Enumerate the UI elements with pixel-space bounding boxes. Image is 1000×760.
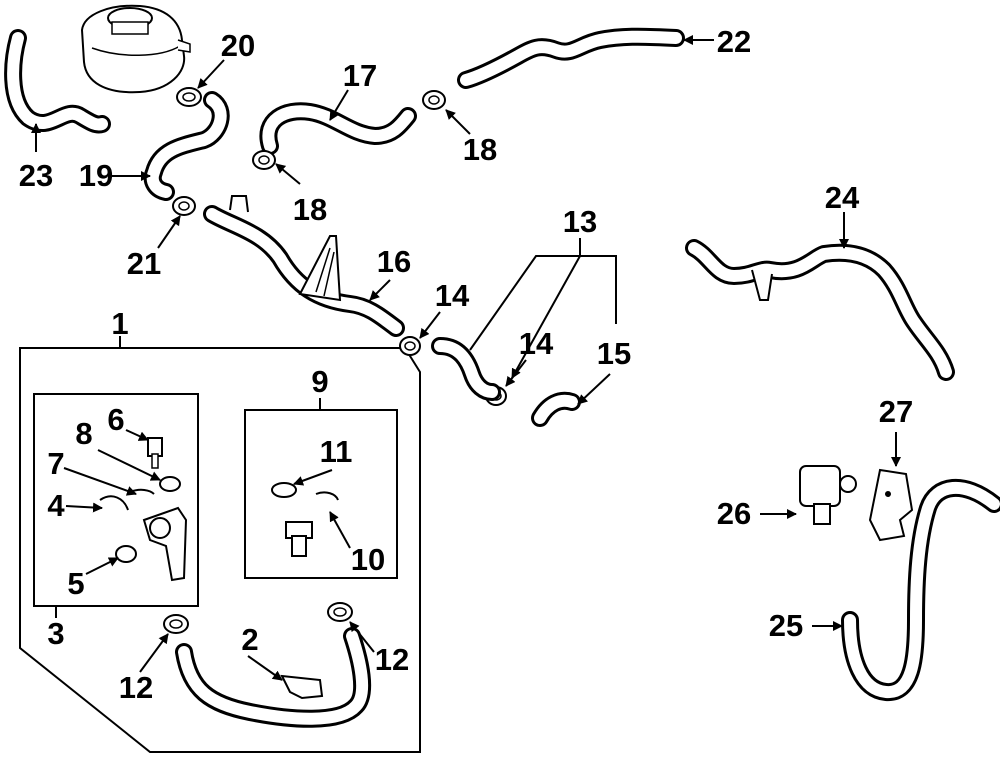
callout-20: 20: [221, 28, 255, 63]
pipe-16: [203, 195, 405, 337]
callout-12-right: 12: [375, 642, 409, 677]
hose-13: [431, 337, 501, 401]
hose-23: [4, 29, 111, 134]
callout-2: 2: [241, 622, 258, 657]
callout-1: 1: [111, 306, 128, 341]
seal-11: [271, 482, 297, 498]
hose-22: [457, 27, 685, 89]
callout-7: 7: [47, 446, 64, 481]
callout-27: 27: [879, 394, 913, 429]
hose-24: [685, 239, 955, 381]
callout-3: 3: [47, 616, 64, 651]
hose-17: [259, 102, 417, 155]
callout-14-right: 14: [519, 326, 554, 361]
callout-15: 15: [597, 336, 631, 371]
sensor-6: [147, 437, 163, 469]
callout-9: 9: [311, 364, 328, 399]
hose-25: [841, 479, 1000, 701]
callout-19: 19: [79, 158, 113, 193]
housing-3-connector: [142, 506, 188, 582]
clamp-21: [172, 196, 196, 216]
elbow-15: [531, 391, 581, 427]
clamp-18-lower: [252, 150, 276, 170]
callouts: 1 2 3 4 5 6 7 8 9 10 11 12 12 13 14 14 1…: [19, 24, 913, 705]
valve-26: [799, 465, 857, 525]
seal-5: [115, 545, 137, 563]
clamp-12-right: [327, 602, 353, 622]
callout-25: 25: [769, 608, 803, 643]
clamp-18-upper: [422, 90, 446, 110]
clamp-14-left: [399, 336, 421, 356]
leader-lines: [31, 35, 901, 681]
hose-2-assembly: [175, 627, 372, 728]
hose-19: [143, 91, 230, 201]
bracket-27: [868, 468, 914, 542]
callout-26: 26: [717, 496, 751, 531]
clip-10: [315, 491, 339, 501]
bracket-2: [280, 674, 324, 700]
clamp-20: [176, 87, 202, 107]
adapter-9: [285, 521, 313, 557]
callout-16: 16: [377, 244, 411, 279]
callout-6: 6: [107, 402, 124, 437]
callout-13: 13: [563, 204, 597, 239]
callout-10: 10: [351, 542, 385, 577]
callout-18-lower: 18: [293, 192, 327, 227]
callout-22: 22: [717, 24, 751, 59]
callout-24: 24: [825, 180, 860, 215]
coolant-reservoir: [80, 4, 191, 94]
kit-3-frame: [33, 393, 199, 607]
callout-18-upper: 18: [463, 132, 497, 167]
callout-12-left: 12: [119, 670, 153, 705]
clip-4: [99, 495, 129, 511]
callout-11: 11: [320, 434, 353, 469]
seal-8: [159, 476, 181, 492]
callout-14-left: 14: [435, 278, 470, 313]
callout-21: 21: [127, 246, 161, 281]
callout-17: 17: [343, 58, 377, 93]
callout-23: 23: [19, 158, 53, 193]
callout-8: 8: [75, 416, 92, 451]
clamp-12-left: [163, 614, 189, 634]
callout-5: 5: [67, 566, 84, 601]
callout-4: 4: [47, 488, 65, 523]
